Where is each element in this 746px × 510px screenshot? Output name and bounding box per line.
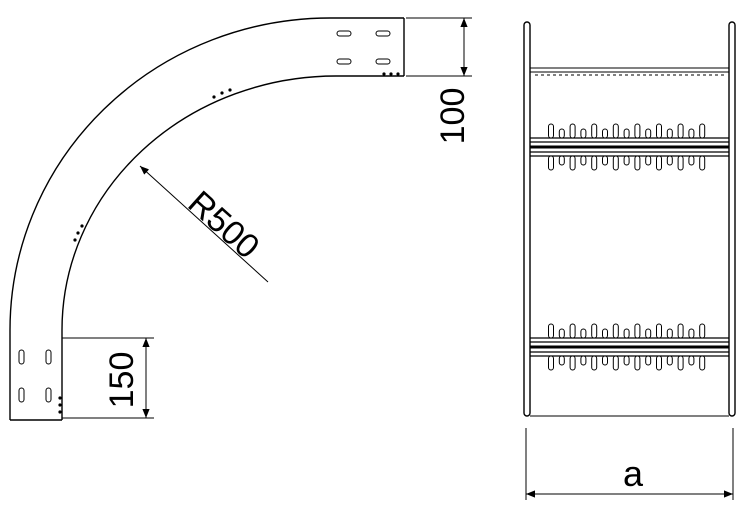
width-label: a bbox=[623, 453, 644, 494]
rung-tooth-bottom bbox=[634, 155, 641, 171]
rung-tooth-top bbox=[580, 328, 587, 339]
rung-tooth-bottom bbox=[548, 355, 554, 371]
rung-tooth-bottom bbox=[699, 155, 706, 171]
rung-tooth-bottom bbox=[580, 355, 587, 366]
rung-tooth-top bbox=[569, 323, 576, 339]
rung-tooth-bottom bbox=[634, 355, 641, 371]
right-rail bbox=[728, 21, 736, 417]
middle-rung-upper bbox=[530, 123, 729, 171]
rung-tooth-bottom bbox=[569, 155, 576, 171]
top-height-dimension bbox=[406, 17, 472, 77]
rung-tooth-top bbox=[548, 323, 554, 339]
rung-tooth-bottom bbox=[602, 155, 608, 166]
rung-tooth-bottom bbox=[656, 355, 662, 371]
rung-tooth-bottom bbox=[623, 355, 630, 366]
rung-tooth-bottom bbox=[569, 355, 576, 371]
rung-tooth-top bbox=[677, 323, 684, 339]
rung-tooth-top bbox=[623, 328, 630, 339]
rung-tooth-bottom bbox=[699, 355, 706, 371]
rung-tooth-bottom bbox=[688, 155, 695, 166]
rung-tooth-bottom bbox=[656, 155, 662, 171]
rung-tooth-top bbox=[699, 123, 706, 139]
top-rung bbox=[530, 67, 729, 76]
rung-tooth-top bbox=[656, 323, 662, 339]
rung-tooth-top bbox=[602, 328, 608, 339]
left-rail bbox=[523, 21, 531, 417]
rung-tooth-top bbox=[666, 128, 673, 139]
bend-inner-arc bbox=[61, 75, 404, 420]
rung-tooth-bottom bbox=[688, 355, 695, 366]
width-dimension bbox=[525, 428, 734, 500]
rung-tooth-bottom bbox=[645, 355, 652, 366]
rung-tooth-top bbox=[612, 323, 619, 339]
rung-tooth-top bbox=[591, 323, 598, 339]
rung-tooth-top bbox=[699, 323, 706, 339]
ladder-front-view: a bbox=[523, 21, 736, 500]
rung-tooth-top bbox=[688, 328, 695, 339]
rung-tooth-top bbox=[656, 123, 662, 139]
rung-tooth-bottom bbox=[548, 155, 554, 171]
rung-tooth-bottom bbox=[666, 155, 673, 166]
top-connector-slots bbox=[336, 30, 391, 65]
rung-tooth-top bbox=[558, 128, 565, 139]
rung-tooth-top bbox=[634, 323, 641, 339]
rung-tooth-bottom bbox=[558, 155, 565, 166]
rung-tooth-bottom bbox=[677, 155, 684, 171]
rung-tooth-top bbox=[569, 123, 576, 139]
rung-tooth-bottom bbox=[677, 355, 684, 371]
rung-tooth-top bbox=[548, 123, 554, 139]
bottom-connector-slots bbox=[18, 349, 52, 403]
radius-label: R500 bbox=[181, 184, 267, 267]
rung-tooth-top bbox=[612, 123, 619, 139]
rung-tooth-top bbox=[677, 123, 684, 139]
rung-tooth-bottom bbox=[580, 155, 587, 166]
rung-tooth-top bbox=[623, 128, 630, 139]
rung-tooth-top bbox=[634, 123, 641, 139]
rung-tooth-top bbox=[645, 128, 652, 139]
rung-tooth-top bbox=[558, 328, 565, 339]
rung-tooth-top bbox=[591, 123, 598, 139]
bend-side-view: R500 100 150 bbox=[9, 17, 472, 421]
rung-tooth-top bbox=[688, 128, 695, 139]
rung-tooth-bottom bbox=[591, 155, 598, 171]
top-height-label: 100 bbox=[434, 88, 472, 145]
rung-tooth-bottom bbox=[645, 155, 652, 166]
side-height-label: 150 bbox=[103, 352, 141, 409]
rivet-marks bbox=[58, 72, 400, 414]
rung-tooth-bottom bbox=[623, 155, 630, 166]
rung-tooth-bottom bbox=[591, 355, 598, 371]
middle-rung-lower bbox=[530, 323, 729, 371]
rung-tooth-top bbox=[602, 128, 608, 139]
rung-tooth-bottom bbox=[558, 355, 565, 366]
rung-tooth-bottom bbox=[666, 355, 673, 366]
bend-outer-arc bbox=[9, 17, 404, 420]
side-height-dimension bbox=[62, 337, 154, 419]
rung-tooth-bottom bbox=[612, 155, 619, 171]
rung-tooth-bottom bbox=[602, 355, 608, 366]
rung-tooth-top bbox=[580, 128, 587, 139]
rung-tooth-bottom bbox=[612, 355, 619, 371]
rung-tooth-top bbox=[645, 328, 652, 339]
rung-tooth-top bbox=[666, 328, 673, 339]
radius-dimension bbox=[139, 165, 269, 283]
